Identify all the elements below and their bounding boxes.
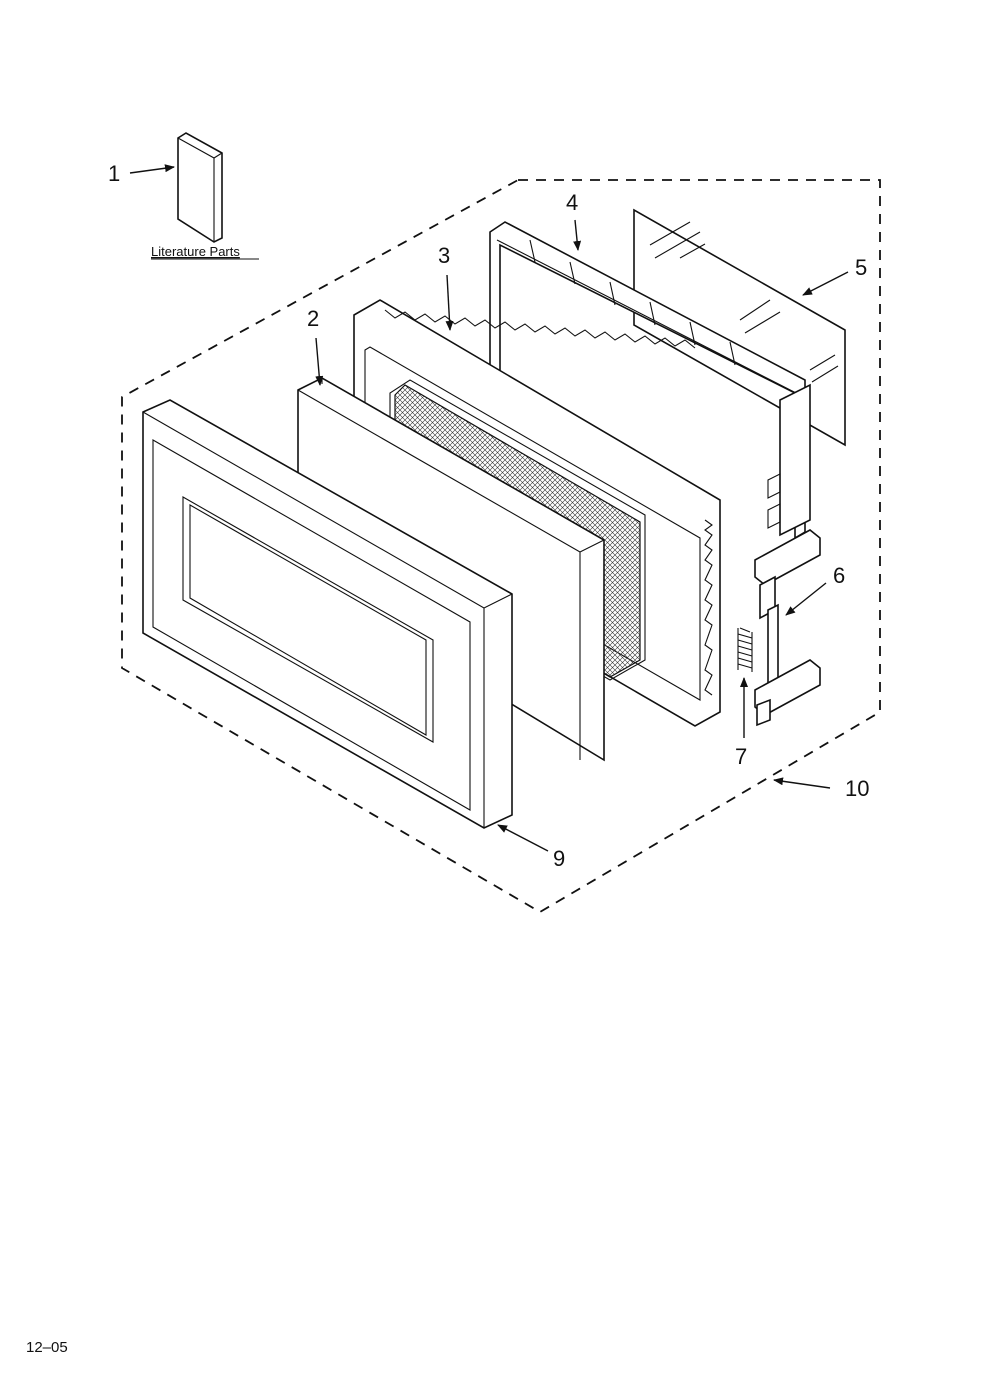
door-front bbox=[142, 399, 513, 829]
literature-booklet bbox=[177, 132, 223, 243]
callout-1: 1 bbox=[108, 161, 120, 186]
callout-6: 6 bbox=[833, 563, 845, 588]
inner-frame bbox=[489, 221, 811, 540]
literature-caption: Literature Parts bbox=[151, 244, 240, 259]
callout-5: 5 bbox=[855, 255, 867, 280]
callout-4: 4 bbox=[566, 190, 578, 215]
door-latch bbox=[754, 529, 821, 727]
callout-9: 9 bbox=[553, 846, 565, 871]
assembly-outline bbox=[121, 179, 881, 914]
callout-3: 3 bbox=[438, 243, 450, 268]
footer-code: 12–05 bbox=[26, 1339, 68, 1356]
latch-spring bbox=[737, 627, 753, 672]
callout-10: 10 bbox=[845, 776, 869, 801]
callout-leaders bbox=[129, 164, 849, 852]
callout-2: 2 bbox=[307, 306, 319, 331]
callout-7: 7 bbox=[735, 744, 747, 769]
